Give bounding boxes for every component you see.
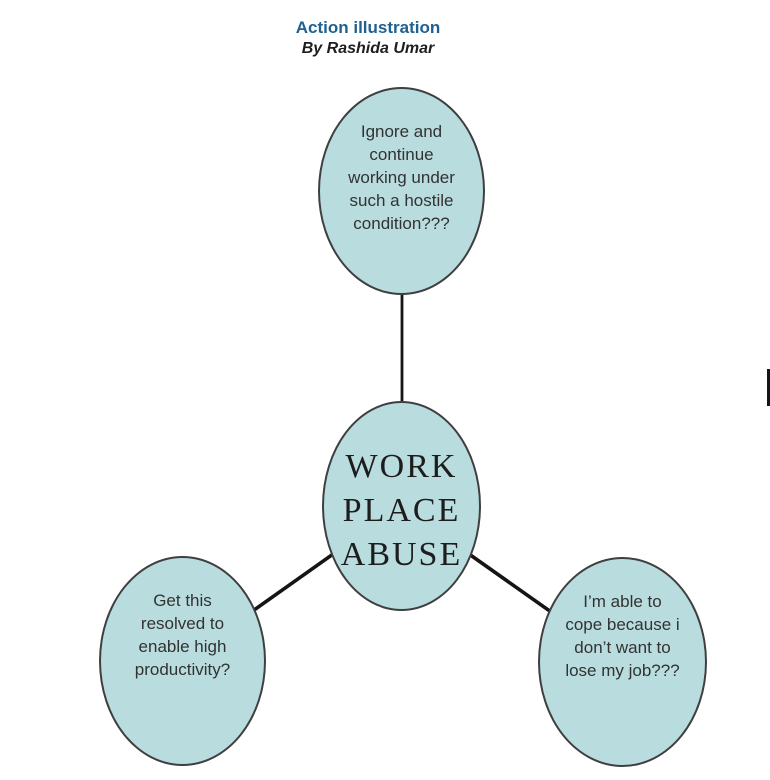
- node-workplace-abuse-text: WORK PLACE ABUSE: [340, 448, 463, 573]
- diagram-title: Action illustration: [295, 18, 441, 37]
- node-able-to-cope-text: I’m able to cope because i don’t want to…: [565, 592, 680, 680]
- node-get-resolved-text: Get this resolved to enable high product…: [134, 591, 231, 679]
- right-edge-line: [767, 369, 770, 406]
- node-workplace-abuse: WORK PLACE ABUSE: [322, 401, 481, 611]
- diagram-header: Action illustration By Rashida Umar: [0, 17, 736, 59]
- node-able-to-cope: I’m able to cope because i don’t want to…: [538, 557, 707, 767]
- diagram-byline: By Rashida Umar: [301, 40, 435, 57]
- node-ignore-continue-text: Ignore and continue working under such a…: [348, 122, 455, 233]
- node-get-resolved: Get this resolved to enable high product…: [99, 556, 266, 766]
- node-ignore-continue: Ignore and continue working under such a…: [318, 87, 485, 295]
